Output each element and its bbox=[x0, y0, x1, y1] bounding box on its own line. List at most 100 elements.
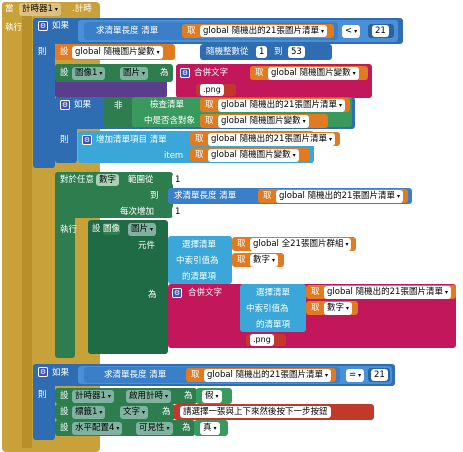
text-value-png-2[interactable]: .png bbox=[250, 334, 274, 346]
list-length-label-2: 求清單長度 清單 bbox=[174, 191, 237, 201]
var-dropdown-all-list[interactable]: global 全21張圖片群組▾ bbox=[250, 238, 352, 251]
var-dropdown-num-1[interactable]: 數字▾ bbox=[250, 254, 279, 267]
gear-icon[interactable]: ⚙ bbox=[172, 288, 182, 298]
set-label: 設 bbox=[60, 407, 69, 417]
get-label: 取 bbox=[311, 303, 320, 313]
label-prop-dropdown[interactable]: 文字▾ bbox=[120, 406, 149, 419]
gear-icon[interactable]: ⚙ bbox=[38, 367, 48, 377]
select-label-1: 選擇清單 bbox=[182, 240, 217, 250]
image-prop-dropdown[interactable]: 圖片▾ bbox=[120, 67, 149, 80]
visibility-prop-dropdown[interactable]: 可見性▾ bbox=[136, 422, 173, 435]
select-list-block-2[interactable] bbox=[240, 284, 306, 332]
step-label: 每次增加 bbox=[120, 207, 155, 217]
item-label-1: 的清單項 bbox=[182, 272, 217, 282]
range-from-value[interactable]: 1 bbox=[172, 174, 184, 186]
if3-if-label: 如果 bbox=[52, 368, 70, 378]
get-label: 取 bbox=[263, 191, 272, 201]
random-from-value[interactable]: 1 bbox=[256, 46, 268, 58]
var-dropdown-list-1[interactable]: global 隨機出的21張圖片清單▾ bbox=[200, 25, 327, 37]
generic-component-label: 圖像 bbox=[103, 223, 121, 235]
item-label-2: 的清單項 bbox=[256, 320, 291, 330]
join-label: 合併文字 bbox=[188, 288, 223, 298]
if-block-1[interactable] bbox=[33, 18, 55, 168]
set-to-label: 為 bbox=[160, 68, 169, 78]
range-to-label: 到 bbox=[150, 191, 159, 201]
timer-component-dropdown[interactable]: 計時器1▾ bbox=[72, 390, 114, 403]
number-value-1[interactable]: 21 bbox=[372, 25, 389, 37]
image-component-dropdown[interactable]: 圖像1▾ bbox=[72, 67, 106, 80]
gear-icon[interactable]: ⚙ bbox=[82, 135, 92, 145]
var-dropdown-list-2[interactable]: global 隨機出的21張圖片清單▾ bbox=[218, 99, 345, 112]
timer-prop-dropdown[interactable]: 啟用計時▾ bbox=[126, 390, 172, 403]
random-max-value[interactable]: 53 bbox=[288, 46, 305, 58]
index-label-2: 中索引值為 bbox=[246, 304, 289, 314]
var-dropdown-list-4[interactable]: global 隨機出的21張圖片清單▾ bbox=[276, 190, 403, 203]
var-dropdown-rand[interactable]: global 隨機圖片變數▾ bbox=[72, 46, 163, 59]
item-label: item bbox=[164, 151, 184, 161]
for-label: 對於任意 bbox=[60, 175, 95, 185]
var-dropdown-num-2[interactable]: 數字▾ bbox=[324, 302, 353, 315]
generic-set-image-block[interactable] bbox=[88, 220, 168, 354]
is-in-label: 檢查清單 bbox=[150, 100, 185, 110]
for-do-label: 執行 bbox=[60, 225, 78, 235]
for-range-block[interactable] bbox=[55, 172, 75, 358]
range-label: 範圍從 bbox=[128, 175, 154, 185]
set-label: 設 bbox=[60, 423, 69, 433]
join-label: 合併文字 bbox=[194, 68, 229, 78]
text-value-png-1[interactable]: .png bbox=[200, 84, 224, 96]
number-value-3[interactable]: 21 bbox=[371, 369, 388, 381]
layout-component-dropdown[interactable]: 水平配置4▾ bbox=[72, 422, 123, 435]
gear-icon[interactable]: ⚙ bbox=[180, 68, 190, 78]
compare-op-dropdown-1[interactable]: <▾ bbox=[342, 25, 361, 38]
set-label: 設 bbox=[60, 47, 69, 57]
set-label: 設 bbox=[92, 224, 101, 234]
list-length-label-3: 求清單長度 清單 bbox=[104, 370, 167, 380]
label-component-dropdown[interactable]: 標籤1▾ bbox=[72, 406, 106, 419]
if2-if-label: 如果 bbox=[74, 100, 92, 110]
if3-then-label: 則 bbox=[38, 390, 47, 400]
add-label: 增加清單項目 清單 bbox=[96, 135, 167, 145]
get-label: 取 bbox=[195, 150, 204, 160]
event-when-label: 當 bbox=[5, 4, 14, 14]
get-label: 取 bbox=[205, 116, 214, 126]
gear-icon[interactable]: ⚙ bbox=[60, 100, 70, 110]
set-to-label: 為 bbox=[184, 391, 193, 401]
text-value-message[interactable]: 請選擇一張與上下來然後按下一步按鈕 bbox=[180, 406, 331, 418]
get-label: 取 bbox=[237, 239, 246, 249]
index-label-1: 中索引值為 bbox=[176, 256, 219, 266]
random-to-label: 到 bbox=[274, 47, 283, 57]
select-label-2: 選擇清單 bbox=[256, 288, 291, 298]
bool-true-dropdown[interactable]: 真▾ bbox=[200, 422, 220, 435]
step-value[interactable]: 1 bbox=[172, 206, 184, 218]
generic-prop-dropdown[interactable]: 圖片▾ bbox=[128, 223, 157, 236]
var-dropdown-list-6[interactable]: global 隨機出的21張圖片清單▾ bbox=[204, 369, 331, 382]
contains-label: 中是否含對象 bbox=[144, 116, 196, 126]
get-label: 取 bbox=[191, 370, 200, 380]
event-name-label: .計時 bbox=[72, 4, 92, 14]
if1-if-label: 如果 bbox=[52, 21, 70, 31]
var-dropdown-list-5[interactable]: global 隨機出的21張圖片清單▾ bbox=[324, 286, 451, 299]
for-var-field[interactable]: 數字 bbox=[96, 174, 120, 186]
element-label: 元件 bbox=[138, 241, 156, 251]
event-do-label: 執行 bbox=[5, 23, 23, 33]
get-label: 取 bbox=[195, 134, 204, 144]
get-label: 取 bbox=[187, 26, 196, 36]
get-label: 取 bbox=[237, 255, 246, 265]
select-list-block-1[interactable] bbox=[168, 236, 232, 284]
event-component-dropdown[interactable]: 計時器1▾ bbox=[19, 3, 61, 16]
set-to-label: 為 bbox=[182, 423, 191, 433]
not-label: 非 bbox=[114, 101, 123, 111]
if2-then-label: 則 bbox=[60, 135, 69, 145]
compare-op-dropdown-3[interactable]: =▾ bbox=[346, 369, 365, 382]
var-dropdown-rand-3[interactable]: global 隨機圖片變數▾ bbox=[218, 115, 309, 128]
get-label: 取 bbox=[255, 68, 264, 78]
set-to-label: 為 bbox=[162, 407, 171, 417]
loop-to-label: 為 bbox=[148, 290, 157, 300]
bool-false-dropdown[interactable]: 假▾ bbox=[202, 390, 222, 403]
if1-then-label: 則 bbox=[38, 47, 47, 57]
var-dropdown-list-3[interactable]: global 隨機出的21張圖片清單▾ bbox=[208, 133, 335, 146]
gear-icon[interactable]: ⚙ bbox=[38, 21, 48, 31]
var-dropdown-rand-2[interactable]: global 隨機圖片變數▾ bbox=[268, 67, 359, 80]
var-dropdown-rand-4[interactable]: global 隨機圖片變數▾ bbox=[208, 149, 299, 162]
event-body-spine bbox=[22, 16, 32, 448]
